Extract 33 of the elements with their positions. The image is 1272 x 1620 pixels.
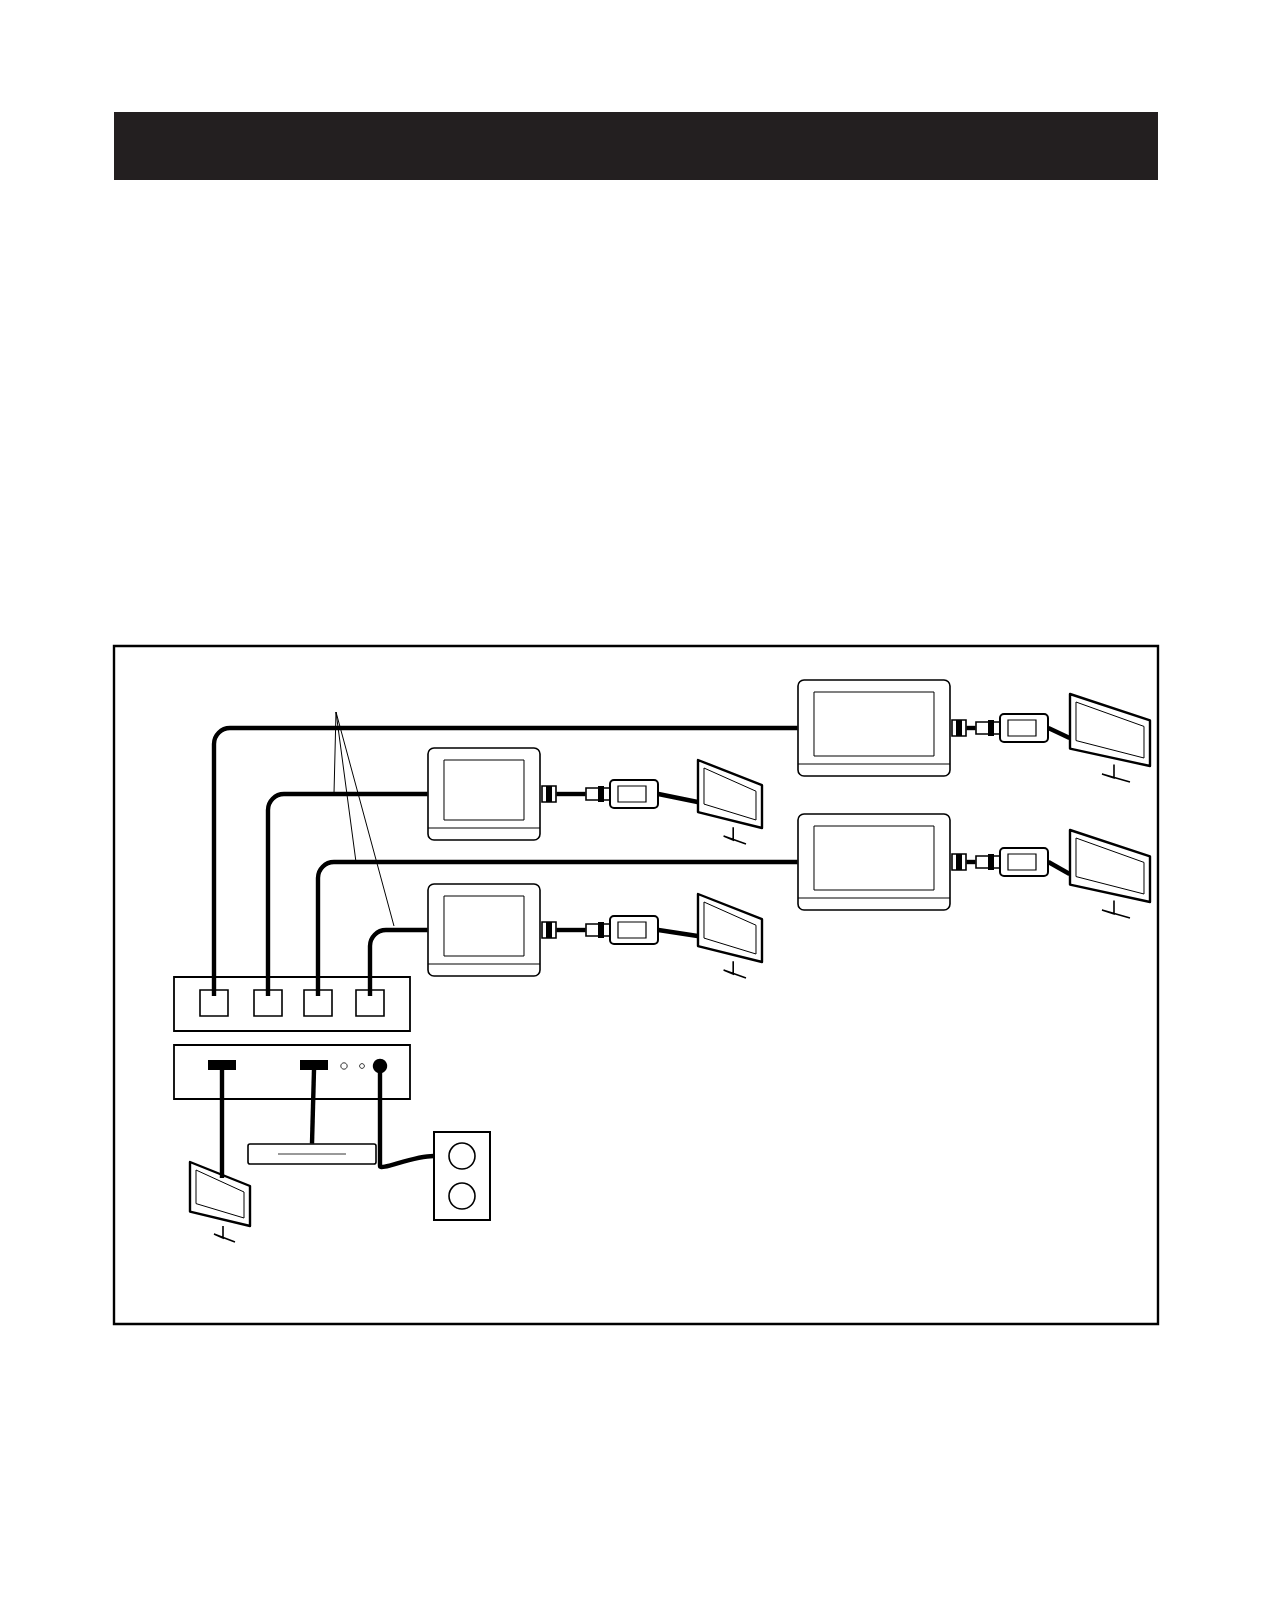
extender-box [797, 813, 967, 911]
cable [1047, 860, 1071, 876]
hdmi-plug-icon [975, 713, 1049, 743]
monitor-icon [1068, 692, 1152, 783]
hdmi-plug-icon [585, 915, 659, 945]
monitor-icon [696, 758, 764, 845]
monitor-icon [1068, 828, 1152, 919]
cable [556, 791, 586, 797]
monitor-icon [696, 892, 764, 979]
transmitter-panel [173, 1044, 411, 1100]
outlet-drawing [433, 1131, 491, 1221]
cable [265, 791, 428, 996]
header-bar [114, 112, 1158, 180]
cable [556, 927, 586, 933]
cable [211, 725, 798, 996]
extender-box [797, 679, 967, 777]
extender-box [427, 883, 557, 977]
extender-box [427, 747, 557, 841]
cable [367, 927, 428, 996]
cable [966, 725, 976, 731]
cable [657, 791, 699, 805]
cable [658, 927, 698, 939]
cable [377, 1070, 434, 1170]
cable [966, 859, 976, 865]
cable [309, 1069, 317, 1144]
hdmi-plug-icon [585, 779, 659, 809]
hdmi-plug-icon [975, 847, 1049, 877]
cable [315, 859, 798, 996]
cable [219, 1070, 225, 1178]
cable [1047, 726, 1071, 740]
player-box [247, 1143, 377, 1165]
transmitter-panel [173, 976, 411, 1032]
monitor-icon [188, 1160, 252, 1243]
